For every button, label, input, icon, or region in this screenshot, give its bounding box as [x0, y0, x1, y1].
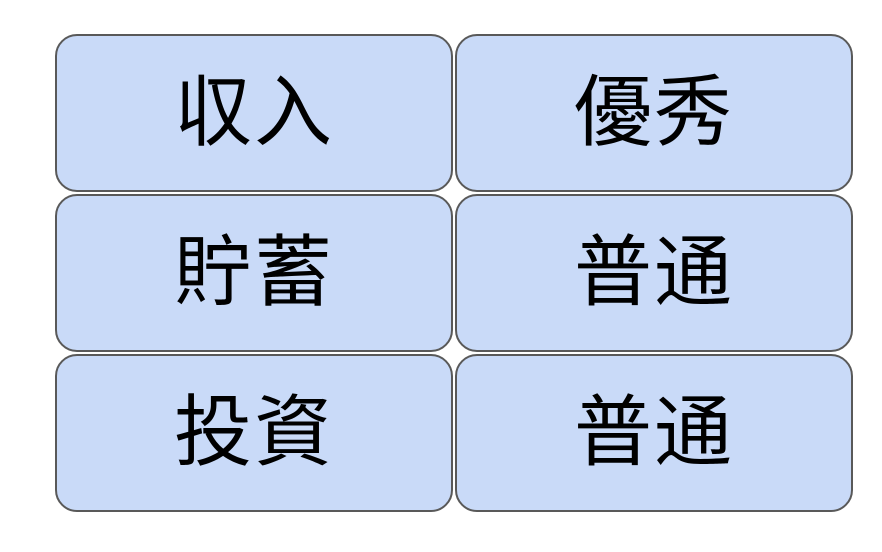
category-label: 収入 [173, 68, 334, 158]
category-cell-investment: 投資 [55, 354, 453, 512]
category-label: 貯蓄 [173, 228, 334, 318]
rating-label: 普通 [573, 388, 734, 478]
rating-cell-income: 優秀 [455, 34, 853, 192]
category-label: 投資 [173, 388, 334, 478]
rating-cell-savings: 普通 [455, 194, 853, 352]
category-cell-income: 収入 [55, 34, 453, 192]
category-cell-savings: 貯蓄 [55, 194, 453, 352]
rating-label: 優秀 [573, 68, 734, 158]
rating-grid: 収入 優秀 貯蓄 普通 投資 普通 [55, 34, 853, 512]
rating-cell-investment: 普通 [455, 354, 853, 512]
rating-label: 普通 [573, 228, 734, 318]
